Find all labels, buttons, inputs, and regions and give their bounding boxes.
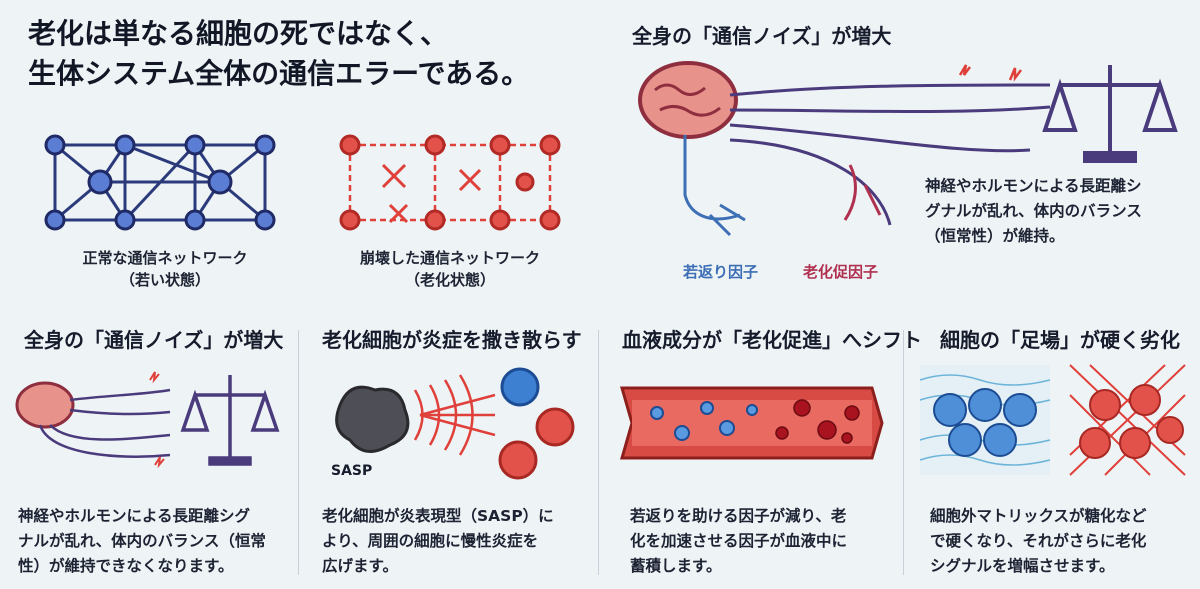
top-right-title: 全身の「通信ノイズ」が増大: [632, 24, 892, 48]
red-cell-icon: [535, 407, 575, 447]
panel-divider: [903, 330, 904, 575]
panel-2-text-line-3: 広げます。: [322, 557, 398, 575]
sasp-label: SASP: [331, 463, 373, 479]
panel-divider: [598, 330, 599, 575]
panel-2-text-line-2: より、周囲の細胞に慢性炎症を: [322, 532, 539, 550]
panel-1-text-line-1: 神経やホルモンによる長距離シグ: [18, 507, 251, 525]
panel-3-text-line-2: 化を加速させる因子が血液中に: [630, 532, 848, 550]
panel-2-text-line-1: 老化細胞が炎表現型（SASP）に: [322, 507, 554, 525]
aging-particle-icon: [775, 399, 860, 444]
top-right-text-line-1: 神経やホルモンによる長距離シ: [925, 177, 1142, 195]
blue-particle-icon: [650, 401, 758, 441]
healthy-matrix-icon: [919, 365, 1051, 475]
panel-1-text-line-3: 性）が維持できなくなります。: [18, 557, 234, 575]
top-right-text-line-2: グナルが乱れ、体内のバランス: [925, 202, 1142, 220]
broken-network-caption: 崩壊した通信ネットワーク （老化状態）: [325, 247, 575, 291]
top-right-text: 神経やホルモンによる長距離シ グナルが乱れ、体内のバランス （恒常性）が維持。: [925, 174, 1142, 249]
panel-3-title: 血液成分が「老化促進」へシフト: [622, 328, 922, 352]
aging-factor-label: 老化促因子: [803, 263, 879, 281]
stiff-matrix-icon: [1069, 364, 1186, 476]
young-factor-branch: [683, 135, 746, 237]
top-right-text-line-3: （恒常性）が維持。: [925, 227, 1065, 245]
panel-4-text-line-1: 細胞外マトリックスが糖化など: [930, 507, 1147, 525]
headline-line-1: 老化は単なる細胞の死ではなく、: [28, 17, 449, 50]
panel-4-text-line-3: シグナルを増幅させます。: [930, 557, 1115, 575]
broken-network-caption-line-1: 崩壊した通信ネットワーク: [359, 249, 540, 267]
scale-icon: [180, 375, 280, 466]
brain-icon: [638, 61, 738, 139]
panel-3-text: 若返りを助ける因子が減り、老 化を加速させる因子が血液中に 蓄積します。: [630, 504, 847, 579]
signal-noise-icon: [958, 64, 1022, 82]
sasp-wave-icon: [413, 374, 496, 456]
broken-network-diagram: [339, 134, 561, 231]
panel-2-illustration: [335, 367, 575, 480]
red-cell-icon: [498, 440, 538, 480]
blue-cell-icon: [500, 367, 540, 407]
headline-line-2: 生体システム全体の通信エラーである。: [28, 57, 530, 90]
senescent-cell-icon: [335, 385, 410, 453]
broken-network-caption-line-2: （老化状態）: [404, 271, 495, 289]
panel-3-text-line-1: 若返りを助ける因子が減り、老: [630, 507, 847, 525]
normal-network-diagram: [44, 134, 276, 231]
panel-1-text-line-2: ナルが乱れ、体内のバランス（恒常: [18, 532, 266, 550]
panel-divider: [298, 330, 299, 575]
signal-noise-icon: [149, 371, 165, 469]
normal-network-caption: 正常な通信ネットワーク （若い状態）: [40, 247, 290, 291]
panel-4-illustration: [919, 364, 1186, 476]
headline: 老化は単なる細胞の死ではなく、 生体システム全体の通信エラーである。: [28, 14, 628, 94]
panel-1-text: 神経やホルモンによる長距離シグ ナルが乱れ、体内のバランス（恒常 性）が維持でき…: [18, 504, 266, 579]
scale-icon: [1042, 65, 1178, 163]
panel-4-text-line-2: で硬くなり、それがさらに老化: [930, 532, 1147, 550]
panel-1-illustration: [15, 371, 280, 469]
panel-2-title: 老化細胞が炎症を撒き散らす: [322, 328, 582, 352]
panel-2-text: 老化細胞が炎表現型（SASP）に より、周囲の細胞に慢性炎症を 広げます。: [322, 504, 554, 579]
panel-3-illustration: [620, 386, 884, 460]
young-factor-label: 若返り因子: [683, 263, 759, 281]
brain-signal-illustration: [638, 61, 1178, 237]
panel-3-text-line-3: 蓄積します。: [630, 557, 722, 575]
normal-network-caption-line-1: 正常な通信ネットワーク: [82, 249, 248, 267]
panel-1-title: 全身の「通信ノイズ」が増大: [24, 328, 284, 352]
normal-network-caption-line-2: （若い状態）: [119, 271, 210, 289]
panel-4-title: 細胞の「足場」が硬く劣化: [940, 328, 1180, 352]
brain-icon: [15, 381, 75, 429]
panel-4-text: 細胞外マトリックスが糖化など で硬くなり、それがさらに老化 シグナルを増幅させま…: [930, 504, 1147, 579]
aging-factor-branch: [843, 164, 882, 221]
